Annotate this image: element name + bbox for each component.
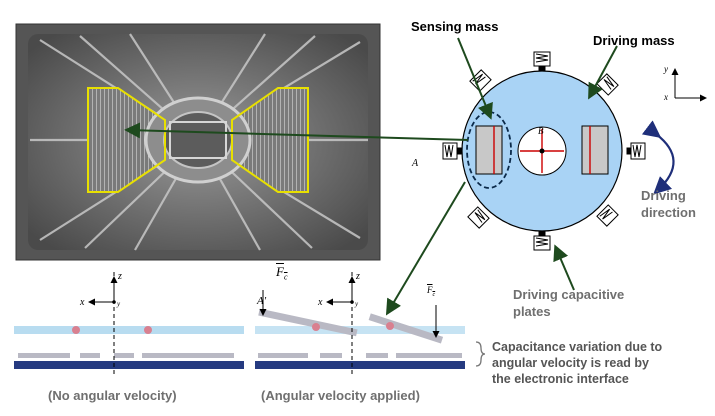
axis-icon-top-right: [671, 68, 707, 102]
driving-mass-disk: [461, 70, 623, 232]
axis-z-label-mid: z: [356, 271, 360, 282]
brace-icon: [475, 341, 486, 367]
no-angular-velocity-caption: (No angular velocity): [48, 388, 177, 403]
angular-velocity-diagram: [255, 272, 465, 376]
sensing-mass-left: [475, 125, 503, 175]
sensing-mass-highlight: [466, 111, 512, 189]
point-A-prime-label: A': [257, 295, 267, 307]
axis-x-label-mid: x: [318, 297, 323, 308]
driving-direction-label-1: Driving: [641, 188, 686, 203]
force-large-label: Fc: [276, 264, 288, 282]
sensing-mass-outline-right: [231, 87, 309, 193]
angular-velocity-caption: (Angular velocity applied): [261, 388, 420, 403]
driving-mass-label: Driving mass: [593, 33, 675, 48]
no-angular-velocity-diagram: [14, 272, 244, 376]
driving-capacitive-label-1: Driving capacitive: [513, 287, 625, 302]
axis-y-label-mid: y: [355, 300, 359, 308]
spring-suspension-icons: [442, 51, 646, 251]
sem-image: [15, 23, 381, 261]
sensing-mass-outline-left: [87, 87, 166, 193]
driving-direction-label-2: direction: [641, 205, 696, 220]
axis-x-label-right: x: [664, 92, 668, 102]
capacitance-label-3: the electronic interface: [492, 372, 629, 386]
axis-z-label-left: z: [118, 271, 122, 282]
point-A-label: A: [412, 158, 419, 169]
pointer-lines: [124, 37, 618, 316]
sensing-mass-right: [581, 125, 609, 175]
capacitance-label-1: Capacitance variation due to: [492, 340, 663, 354]
point-B-label: B: [538, 126, 544, 136]
axis-y-label-left: y: [117, 300, 121, 308]
force-small-label: Fc: [427, 285, 436, 298]
sensing-mass-label: Sensing mass: [411, 19, 499, 34]
axis-y-label-right: y: [664, 64, 668, 74]
axis-x-label-left: x: [80, 297, 85, 308]
driving-capacitive-label-2: plates: [513, 304, 551, 319]
capacitance-label-2: angular velocity is read by: [492, 356, 650, 370]
curved-double-arrow-icon: [641, 120, 675, 195]
